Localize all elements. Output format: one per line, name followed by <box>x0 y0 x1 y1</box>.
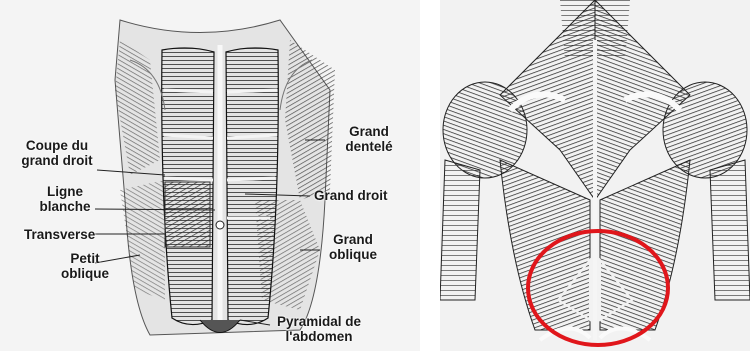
label-grand-dentele: Grand dentelé <box>330 124 408 154</box>
back-muscles-drawing <box>440 0 750 351</box>
label-grand-droit: Grand droit <box>314 188 388 203</box>
abdominal-muscles-drawing <box>0 0 420 351</box>
back-muscles-illustration <box>440 0 750 351</box>
label-transverse: Transverse <box>24 227 95 242</box>
label-coupe-du-grand-droit: Coupe du grand droit <box>8 138 106 168</box>
abdominal-muscles-illustration: Coupe du grand droit Ligne blanche Trans… <box>0 0 420 351</box>
label-pyramidal-de-l-abdomen: Pyramidal de l'abdomen <box>266 314 372 344</box>
label-ligne-blanche: Ligne blanche <box>30 184 100 214</box>
label-petit-oblique: Petit oblique <box>50 251 120 281</box>
label-grand-oblique: Grand oblique <box>318 232 388 262</box>
panel-gap <box>420 0 440 351</box>
